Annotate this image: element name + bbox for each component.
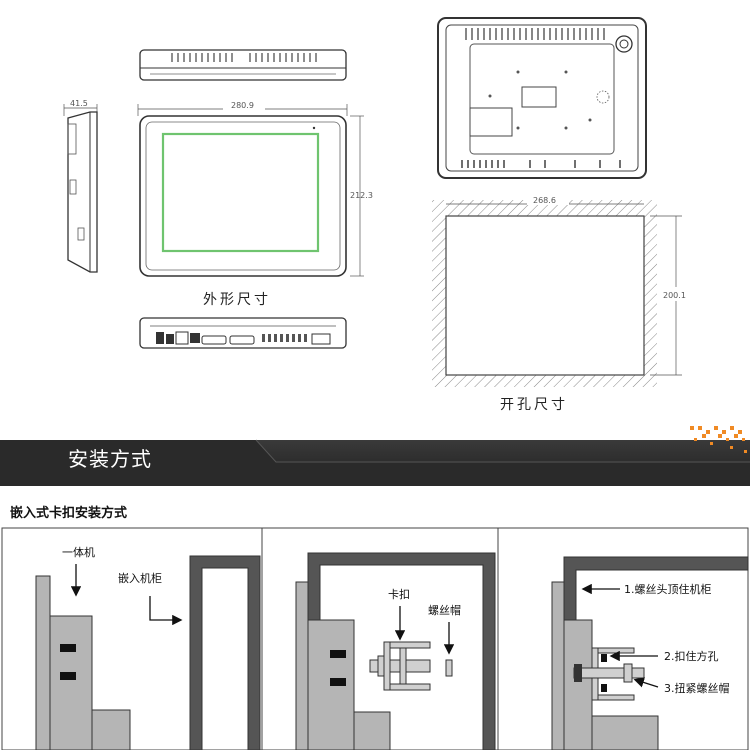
- banner-background: [0, 426, 750, 486]
- install-panel-2: [295, 552, 496, 750]
- step-3-label: 3.扭紧螺丝帽: [664, 681, 730, 695]
- outline-caption: 外形尺寸: [203, 292, 271, 308]
- clip-part: [369, 641, 431, 691]
- nut-part: [445, 659, 453, 677]
- width-dimension: 280.9: [231, 101, 254, 110]
- install-panel-1: [35, 555, 261, 750]
- cabinet-label: 嵌入机柜: [118, 571, 162, 585]
- top-view-drawing: [139, 49, 347, 81]
- back-view-drawing: [437, 17, 647, 179]
- cutout-caption: 开孔尺寸: [500, 397, 568, 413]
- clip-label: 卡扣: [388, 587, 410, 601]
- dimension-drawings: 41.5 280.9 212.3 外形尺寸: [63, 17, 692, 413]
- section-banner: 安装方式: [0, 426, 750, 486]
- install-panel-3: [551, 556, 749, 750]
- install-heading: 嵌入式卡扣安装方式: [10, 506, 128, 521]
- bottom-view-drawing: [139, 317, 347, 349]
- cutout-drawing: 268.6 200.1: [432, 196, 692, 387]
- clip-installed: [573, 647, 645, 701]
- depth-dimension: 41.5: [70, 99, 88, 108]
- banner-title: 安装方式: [68, 447, 152, 471]
- banner-accent-dots: [690, 426, 747, 453]
- step-1-label: 1.螺丝头顶住机柜: [624, 582, 712, 596]
- height-dimension: 212.3: [350, 191, 373, 200]
- cutout-height-dimension: 200.1: [663, 291, 686, 300]
- device-label: 一体机: [62, 545, 95, 559]
- step-2-label: 2.扣住方孔: [664, 649, 719, 663]
- side-view-drawing: 41.5: [63, 99, 98, 273]
- nut-label: 螺丝帽: [428, 604, 461, 617]
- install-diagrams: 一体机 嵌入机柜 卡扣 螺丝帽: [1, 527, 749, 750]
- cutout-width-dimension: 268.6: [533, 196, 556, 205]
- front-view-drawing: 280.9 212.3: [137, 101, 373, 277]
